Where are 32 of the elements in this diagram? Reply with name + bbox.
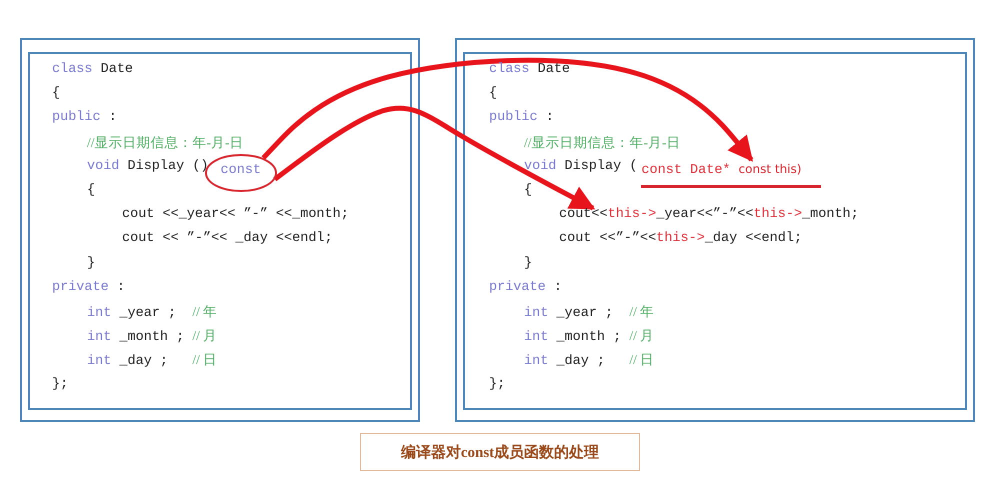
caption-box: 编译器对const成员函数的处理 <box>360 433 640 471</box>
code-line: }; <box>489 376 506 394</box>
code-line: } <box>524 254 532 273</box>
code-line: { <box>489 85 498 104</box>
annotation-text: const this) <box>738 162 802 176</box>
code-line: public : <box>489 109 554 128</box>
code-line: }; <box>52 376 68 394</box>
code-line: void Display ( <box>524 158 638 176</box>
code-comment: int _year ; // 年 <box>87 303 218 323</box>
code-comment: //显示日期信息：年-月-日 <box>87 134 244 152</box>
code-comment: int _year ; // 年 <box>524 303 654 323</box>
code-comment: int _month ; // 月 <box>87 327 218 348</box>
code-line: { <box>524 182 532 200</box>
code-line: private : <box>52 278 125 297</box>
code-line: cout <<_year<< ”-” <<_month; <box>122 206 349 224</box>
code-line: class Date <box>489 61 570 79</box>
code-line: private : <box>489 278 562 297</box>
code-comment: int _day ; // 日 <box>87 351 218 372</box>
curved-arrow <box>262 58 754 162</box>
code-line: public : <box>52 109 117 128</box>
code-line: { <box>87 182 96 200</box>
code-comment: int _month ; // 月 <box>524 327 654 348</box>
curved-arrow <box>273 106 596 210</box>
code-line: cout<<this->_year<<”-”<<this->_month; <box>559 206 859 224</box>
code-comment: int _day ; // 日 <box>524 351 654 372</box>
code-comment: //显示日期信息：年-月-日 <box>524 134 680 152</box>
code-line: } <box>87 254 96 273</box>
code-line: { <box>52 85 60 104</box>
code-line: class Date <box>52 61 134 79</box>
code-line: cout << ”-”<< _day <<endl; <box>122 230 333 248</box>
code-text: const Date* <box>641 162 731 178</box>
code-line: cout <<”-”<<this->_day <<endl; <box>559 230 802 248</box>
